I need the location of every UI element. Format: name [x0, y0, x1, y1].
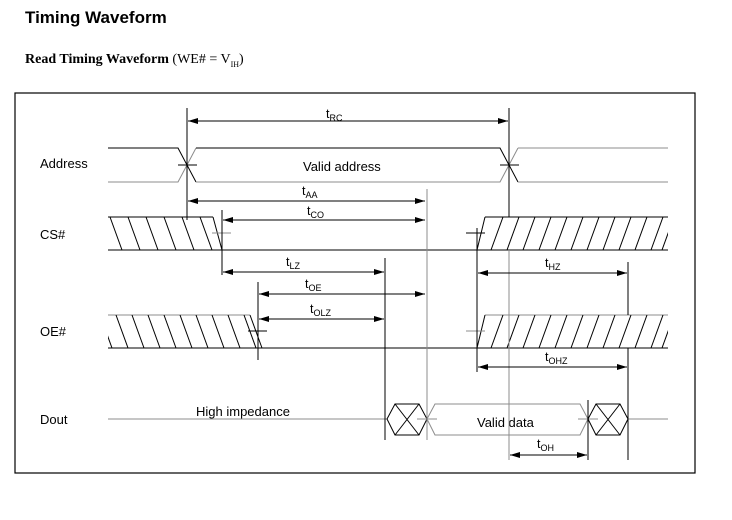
taa-label: tAA	[302, 184, 318, 200]
signal-label-cs: CS#	[40, 227, 66, 242]
subtitle-condition-sub: IH	[230, 59, 240, 69]
subtitle-condition: (WE# = V	[172, 52, 231, 67]
tco-label: tCO	[307, 204, 324, 220]
page-title: Timing Waveform	[25, 8, 167, 27]
address-top-left	[108, 147, 197, 183]
tlz-label: tLZ	[286, 255, 300, 271]
toe-label: tOE	[305, 277, 322, 293]
signal-label-dout: Dout	[40, 412, 68, 427]
diagram-subtitle: Read Timing Waveform (WE# = VIH)	[25, 52, 244, 69]
reference-lines	[186, 108, 629, 460]
address-waveform	[108, 147, 668, 183]
cs-waveform	[108, 216, 668, 251]
tolz-label: tOLZ	[310, 302, 331, 318]
timing-labels: tRC tAA tCO tLZ tOE tOLZ tHZ tOHZ tOH	[286, 107, 568, 453]
address-state-label: Valid address	[303, 159, 381, 174]
signal-label-address: Address	[40, 156, 88, 171]
signal-label-oe: OE#	[40, 324, 67, 339]
oe-waveform	[108, 314, 668, 349]
subtitle-main: Read Timing Waveform	[25, 52, 169, 67]
subtitle-condition-end: )	[239, 52, 244, 67]
trc-label: tRC	[326, 107, 343, 123]
thz-label: tHZ	[545, 256, 561, 272]
tohz-label: tOHZ	[545, 350, 568, 366]
toh-label: tOH	[537, 437, 554, 453]
dout-waveform	[108, 403, 668, 436]
address-valid-bottom	[196, 147, 519, 183]
dout-state-label: Valid data	[477, 415, 535, 430]
diagram-frame	[14, 92, 696, 474]
address-bottom-left	[108, 147, 197, 183]
dout-high-impedance-label: High impedance	[196, 404, 290, 419]
address-valid-top	[196, 147, 519, 183]
timing-arrows	[188, 118, 627, 458]
